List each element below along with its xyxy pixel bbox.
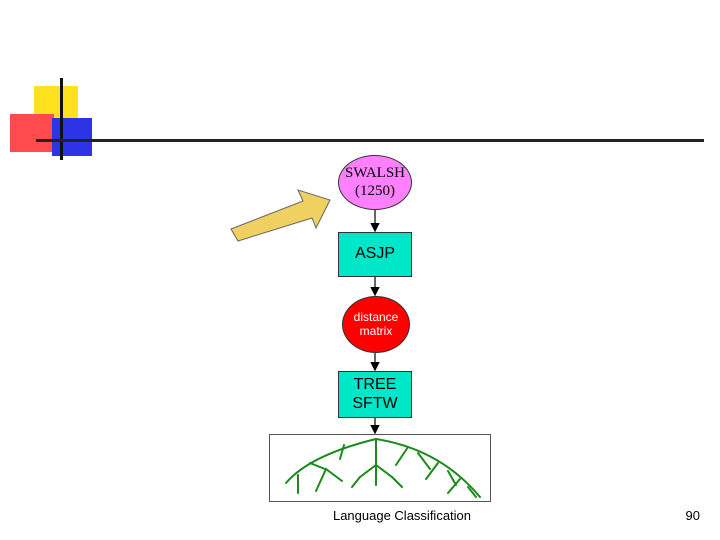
decor-red-square bbox=[10, 114, 54, 152]
title-rule bbox=[36, 139, 704, 142]
decor-vertical-line bbox=[60, 78, 63, 160]
node-tree-sftw: TREE SFTW bbox=[338, 371, 412, 418]
phylogenetic-tree-icon bbox=[285, 437, 481, 498]
node-swalsh: SWALSH (1250) bbox=[338, 155, 412, 210]
node-asjp: ASJP bbox=[338, 232, 412, 277]
node-distance-matrix: distance matrix bbox=[342, 296, 410, 353]
pointer-arrow bbox=[230, 189, 331, 242]
footer-title: Language Classification bbox=[332, 508, 472, 523]
decor-blue-square bbox=[52, 118, 92, 156]
node-tree-output bbox=[269, 434, 491, 502]
page-number: 90 bbox=[685, 508, 700, 523]
